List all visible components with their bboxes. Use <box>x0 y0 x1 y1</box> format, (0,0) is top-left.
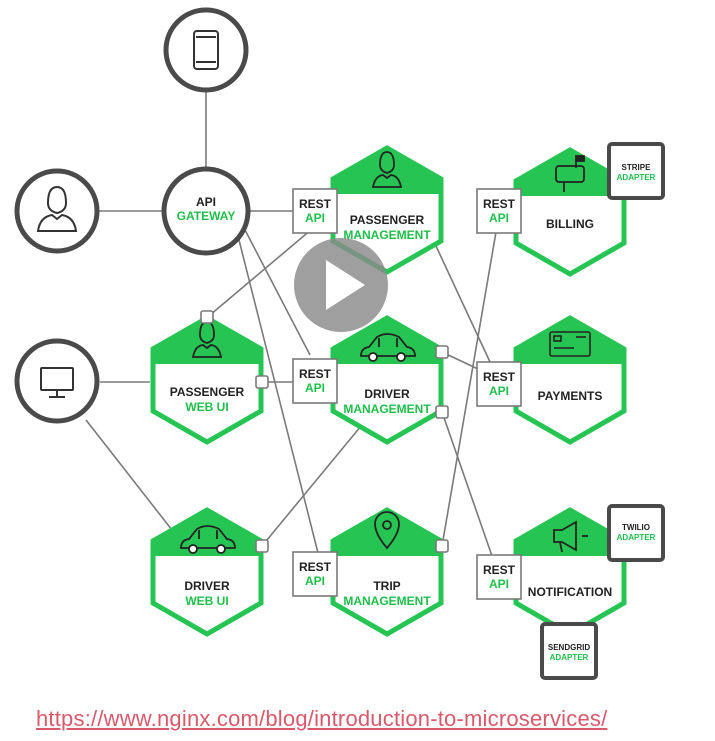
person-icon <box>36 185 78 232</box>
mobile-phone-icon <box>193 30 219 70</box>
rest-api-trip-management: REST API <box>292 551 338 597</box>
passenger-management-subtitle: MANAGEMENT <box>343 228 431 242</box>
svg-text:API: API <box>305 574 325 588</box>
passenger-web-ui-subtitle: WEB UI <box>185 400 228 414</box>
driver-management-title: DRIVER <box>364 387 410 401</box>
desktop-monitor-icon <box>40 367 74 398</box>
line-passenger-mgmt-payments <box>435 245 491 363</box>
port-driver-mgmt-top <box>435 345 449 359</box>
passenger-web-ui-title: PASSENGER <box>170 385 245 399</box>
svg-text:API: API <box>305 211 325 225</box>
trip-management-subtitle: MANAGEMENT <box>343 594 431 608</box>
rest-api-payments: REST API <box>476 361 522 407</box>
notification-title: NOTIFICATION <box>528 585 612 599</box>
sendgrid-adapter: SENDGRID ADAPTER <box>540 622 598 680</box>
source-link[interactable]: https://www.nginx.com/blog/introduction-… <box>36 706 608 731</box>
port-passenger-web-top <box>200 310 214 324</box>
driver-management-service: DRIVER MANAGEMENT <box>333 318 441 442</box>
api-gateway-title: API <box>196 195 216 209</box>
payments-title: PAYMENTS <box>538 389 603 403</box>
notification-service: NOTIFICATION <box>516 510 624 634</box>
svg-text:STRIPE: STRIPE <box>622 163 652 172</box>
svg-text:ADAPTER: ADAPTER <box>617 173 656 182</box>
rest-api-billing: REST API <box>476 188 522 234</box>
rest-api-passenger-management: REST API <box>292 188 338 234</box>
connector-squares <box>200 310 449 553</box>
trip-management-service: TRIP MANAGEMENT <box>333 510 441 634</box>
svg-text:REST: REST <box>483 370 516 384</box>
payments-service: PAYMENTS <box>516 318 624 442</box>
rest-api-driver-management: REST API <box>292 358 338 404</box>
svg-text:REST: REST <box>299 560 332 574</box>
line-driver-web-driver-mgmt <box>261 419 367 547</box>
svg-text:API: API <box>489 384 509 398</box>
svg-text:REST: REST <box>299 197 332 211</box>
play-button[interactable] <box>294 238 388 332</box>
svg-text:TWILIO: TWILIO <box>622 523 650 532</box>
billing-service: BILLING <box>516 150 624 274</box>
svg-text:ADAPTER: ADAPTER <box>617 533 656 542</box>
api-gateway: API GATEWAY <box>161 166 251 256</box>
desktop-client <box>14 338 100 424</box>
api-gateway-subtitle: GATEWAY <box>177 209 236 223</box>
driver-web-ui-subtitle: WEB UI <box>185 594 228 608</box>
trip-management-title: TRIP <box>373 579 400 593</box>
person-icon <box>371 151 403 188</box>
svg-text:API: API <box>305 381 325 395</box>
svg-text:REST: REST <box>299 367 332 381</box>
line-desktop-driver-web <box>85 419 173 531</box>
line-trip-billing <box>441 231 497 547</box>
play-icon <box>326 260 365 310</box>
location-pin-icon <box>374 511 400 550</box>
billing-title: BILLING <box>546 217 594 231</box>
stripe-adapter: STRIPE ADAPTER <box>607 142 665 200</box>
svg-text:SENDGRID: SENDGRID <box>548 643 590 652</box>
credit-card-icon <box>549 331 591 357</box>
svg-text:REST: REST <box>483 563 516 577</box>
port-driver-web-right <box>255 539 269 553</box>
svg-text:API: API <box>489 211 509 225</box>
line-driver-mgmt-notification <box>441 411 493 557</box>
rest-api-notification: REST API <box>476 554 522 600</box>
svg-text:API: API <box>489 577 509 591</box>
port-trip-right <box>435 539 449 553</box>
driver-web-ui-title: DRIVER <box>184 579 230 593</box>
port-driver-mgmt-bottom <box>435 405 449 419</box>
megaphone-icon <box>553 520 588 553</box>
connector-lines <box>85 78 497 557</box>
line-gateway-rest-trip <box>237 235 319 554</box>
passenger-management-title: PASSENGER <box>350 213 425 227</box>
line-gateway-rest-driver <box>243 227 311 356</box>
person-client <box>14 168 100 254</box>
passenger-management-service: PASSENGER MANAGEMENT <box>333 148 441 272</box>
driver-management-subtitle: MANAGEMENT <box>343 402 431 416</box>
car-icon <box>180 525 236 554</box>
car-icon <box>360 333 416 362</box>
passenger-web-ui-service: PASSENGER WEB UI <box>153 318 261 442</box>
mailbox-icon <box>555 155 585 192</box>
line-passenger-web-rest <box>209 228 313 316</box>
twilio-adapter: TWILIO ADAPTER <box>607 504 665 562</box>
svg-text:ADAPTER: ADAPTER <box>550 653 589 662</box>
driver-web-ui-service: DRIVER WEB UI <box>153 510 261 634</box>
svg-text:REST: REST <box>483 197 516 211</box>
mobile-client <box>163 7 249 93</box>
port-passenger-web-right <box>255 375 269 389</box>
